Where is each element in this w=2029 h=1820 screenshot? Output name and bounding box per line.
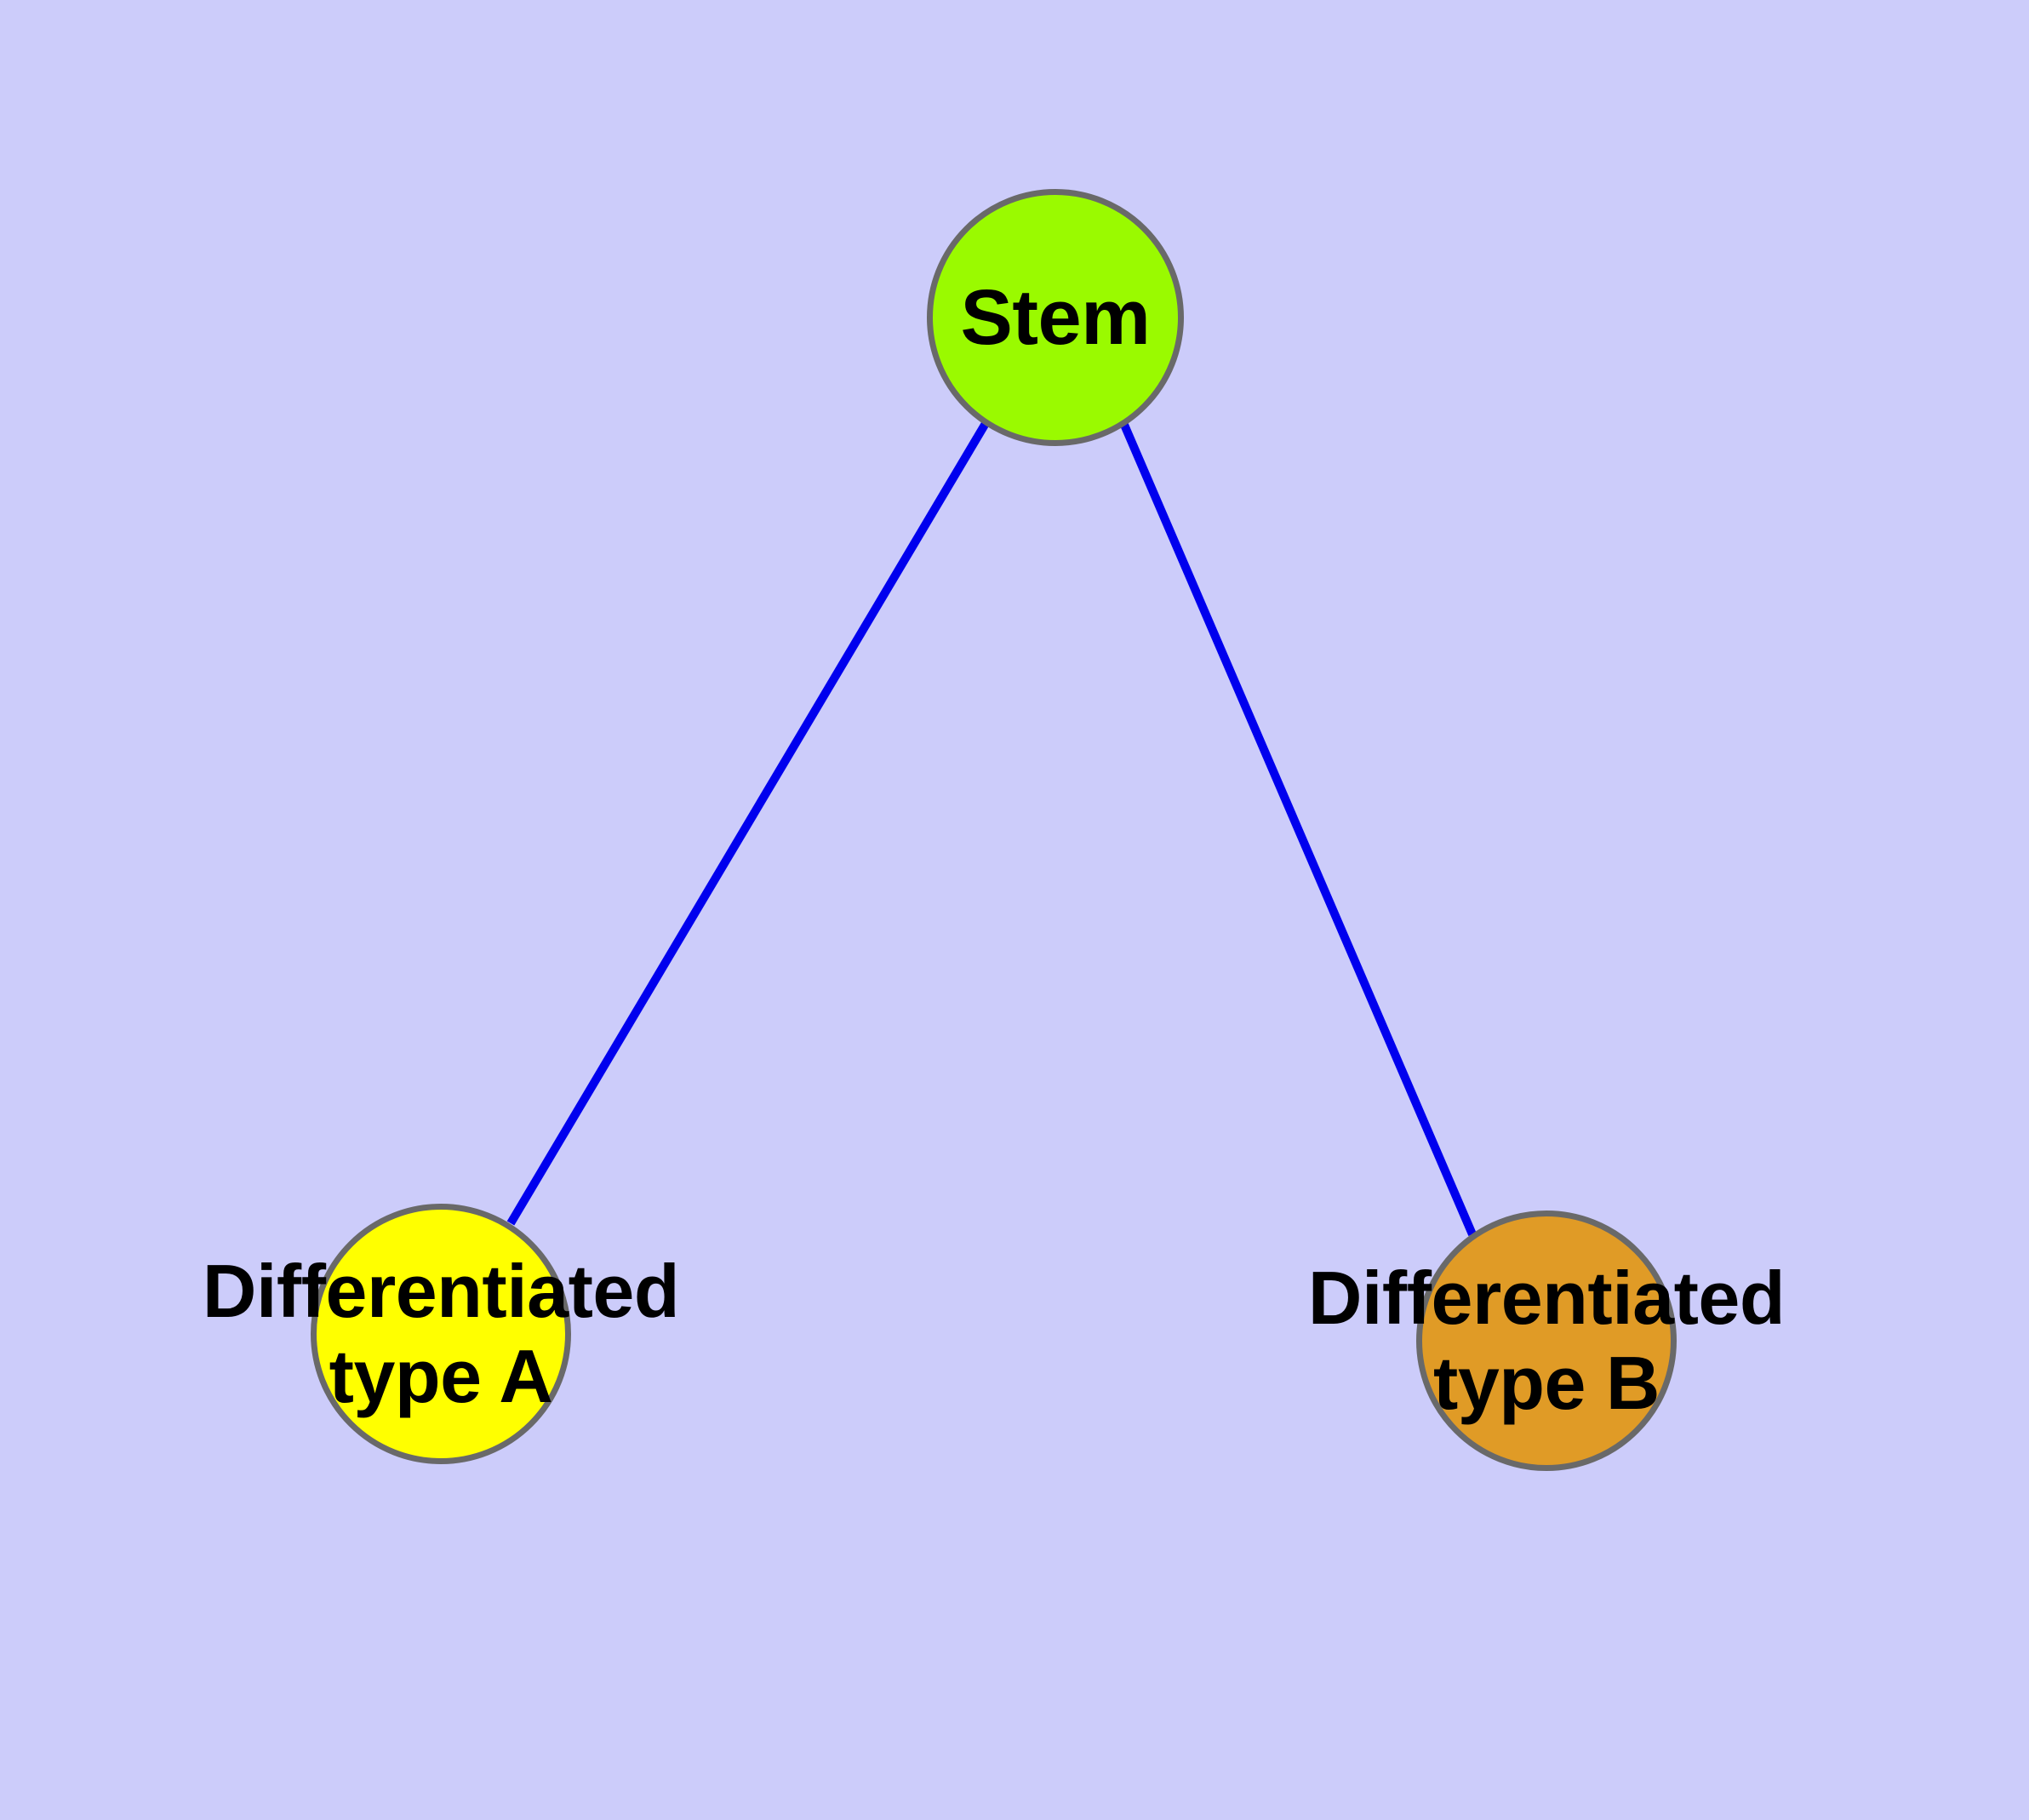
edge-stem-to-differentiated-type-b [1117, 417, 1477, 1236]
node-differentiated-type-b[interactable] [1416, 1210, 1677, 1471]
node-differentiated-type-a[interactable] [311, 1204, 571, 1464]
node-stem[interactable] [927, 189, 1184, 446]
edge-stem-to-differentiated-type-a [506, 418, 992, 1226]
